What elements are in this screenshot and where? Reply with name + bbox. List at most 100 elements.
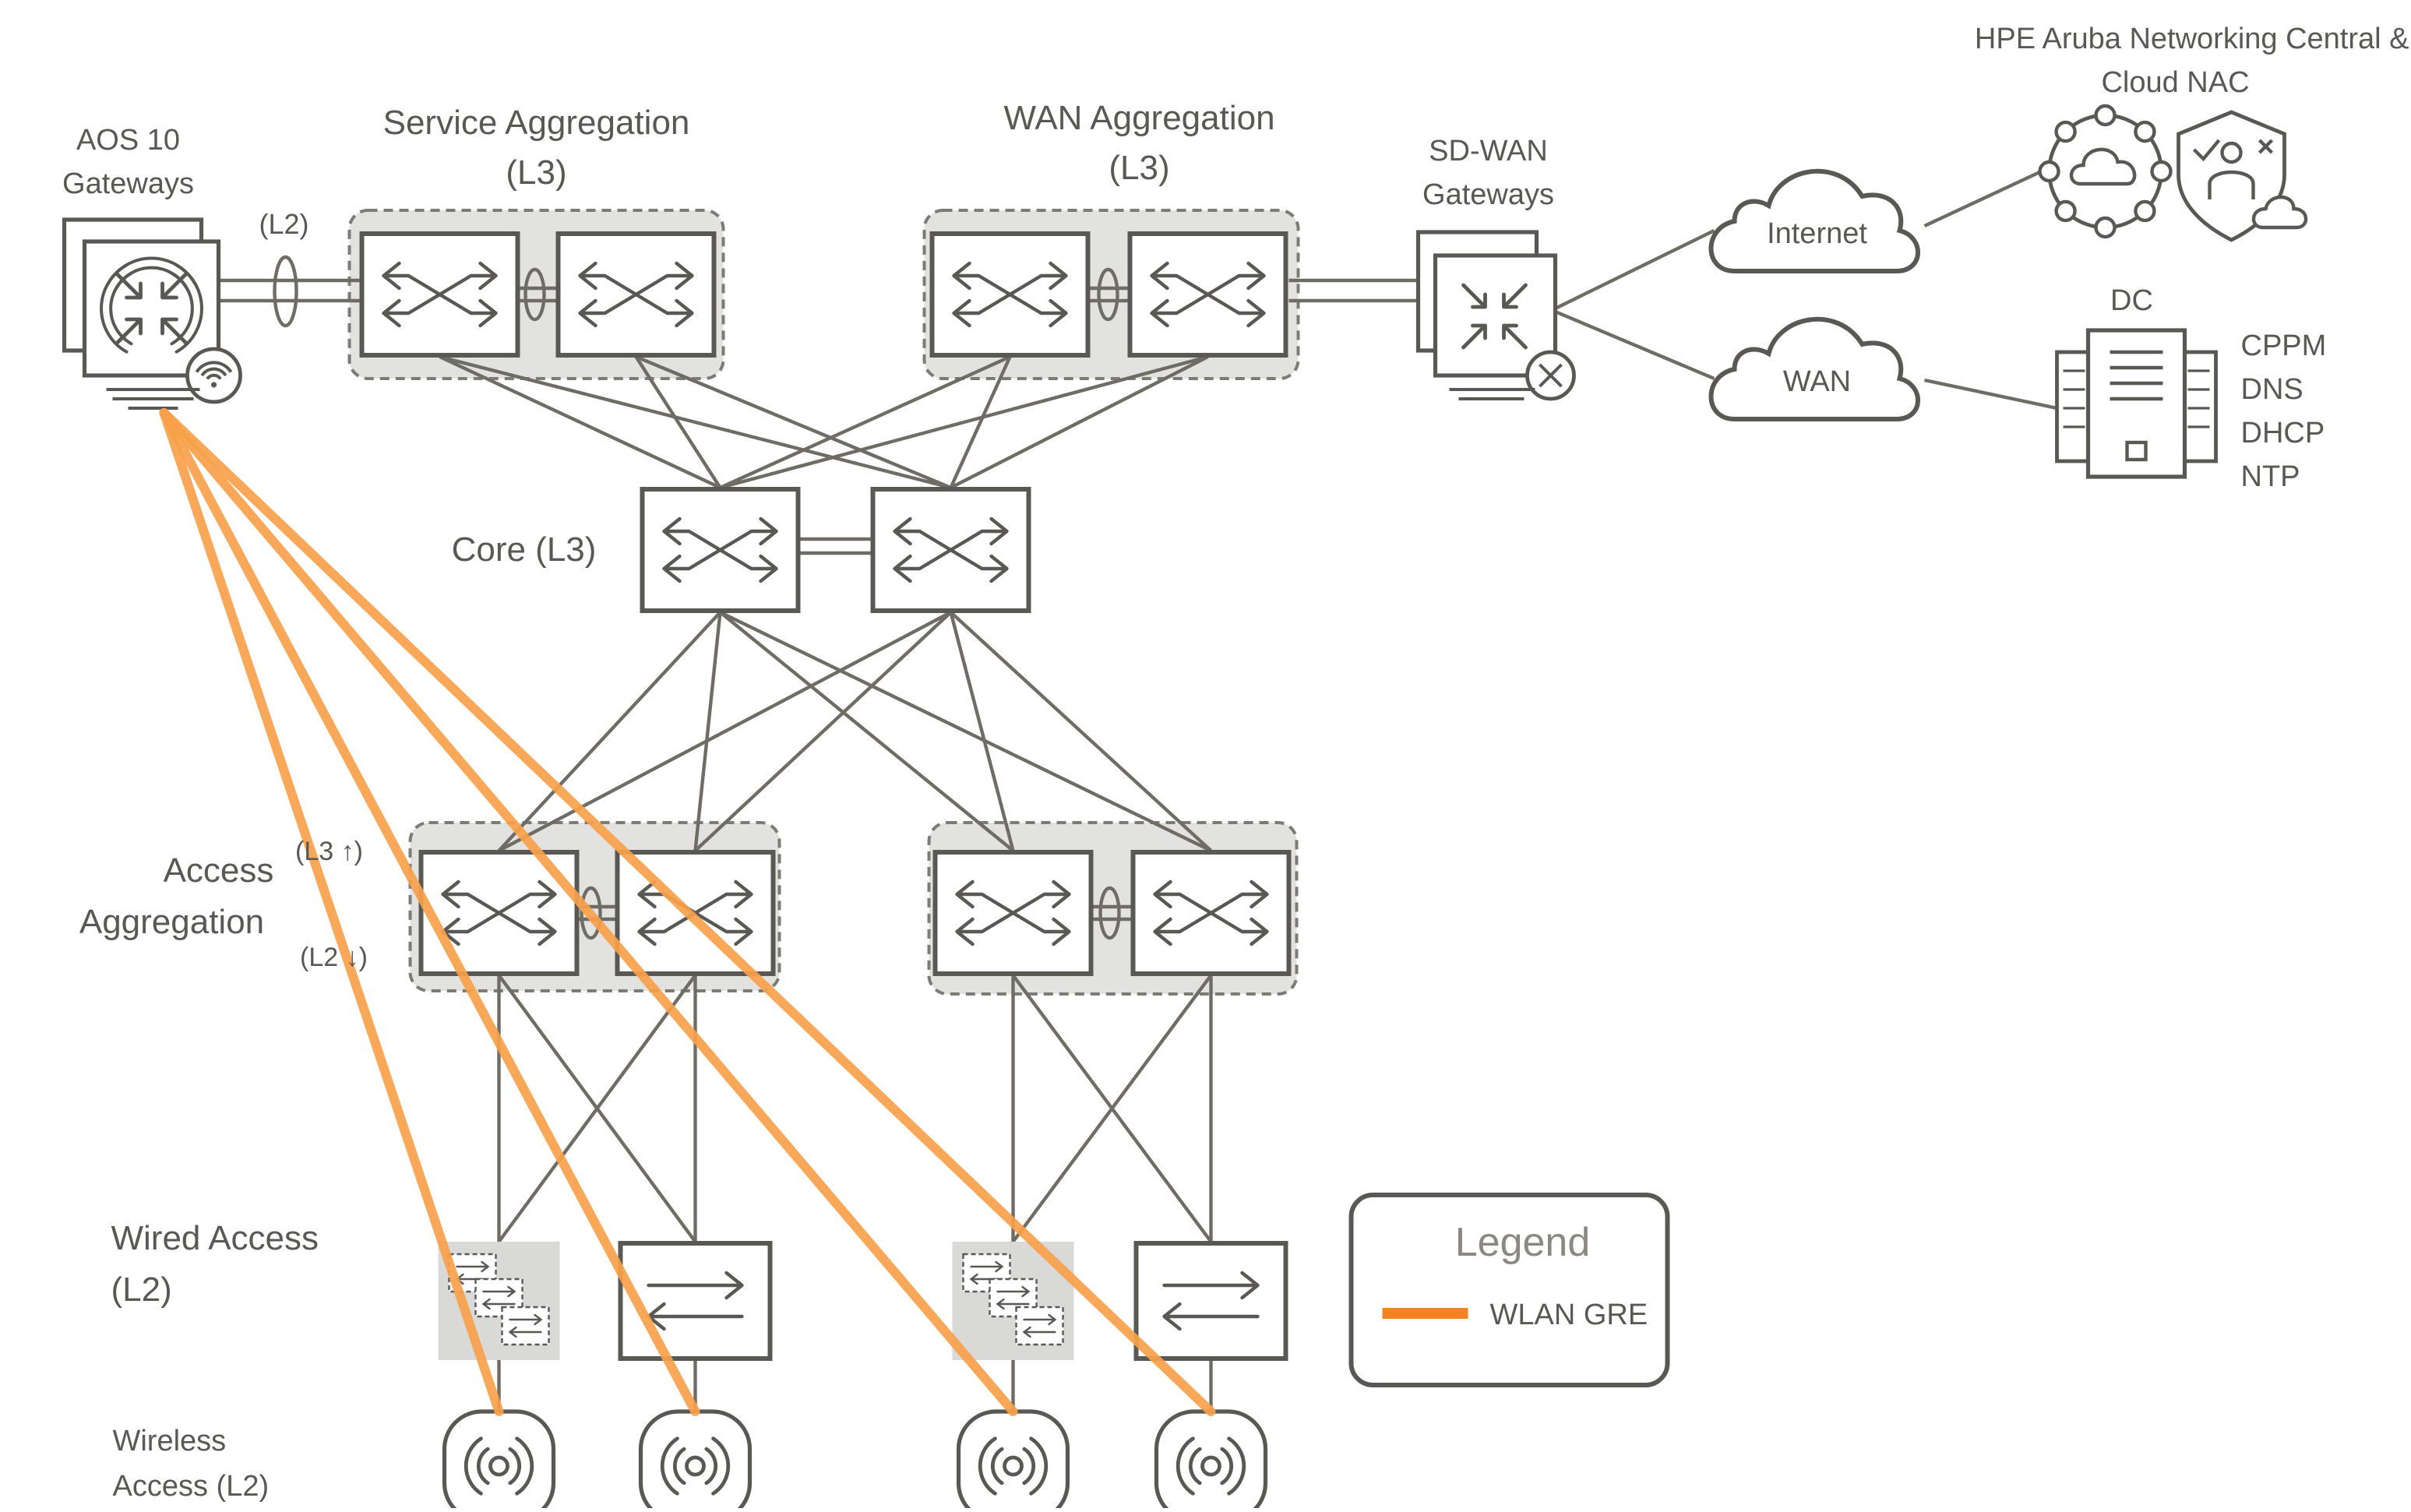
service-agg-label-line1: Service Aggregation bbox=[383, 104, 690, 142]
shield-user-body-icon bbox=[2208, 170, 2255, 199]
l2-link-label: (L2) bbox=[259, 208, 308, 240]
gateways-label-line1: AOS 10 bbox=[76, 124, 180, 157]
dc-service-dns: DNS bbox=[2241, 373, 2303, 406]
wired-access-label-line1: Wired Access bbox=[111, 1219, 319, 1257]
lag-oval-0 bbox=[273, 255, 298, 328]
wired-access-switch-4 bbox=[1133, 1241, 1288, 1361]
sdwan-gateway-arrow-2 bbox=[1461, 323, 1487, 350]
sdwan-label-line1: SD-WAN bbox=[1429, 135, 1548, 167]
access-point-1-wave-r0 bbox=[508, 1447, 522, 1486]
wlan-gre-tunnel-1 bbox=[159, 408, 504, 1416]
access-point-4-wave-l1 bbox=[1176, 1436, 1195, 1496]
service-agg-switch-2 bbox=[555, 231, 717, 358]
access-point-3-wave-r0 bbox=[1022, 1447, 1036, 1486]
legend-title: Legend bbox=[1455, 1220, 1591, 1265]
aos10-gateway-arrow-2 bbox=[115, 317, 143, 345]
access-agg-label-line2: Aggregation bbox=[79, 903, 264, 941]
uplink-core-a-2 bbox=[719, 354, 1011, 490]
central-node-3 bbox=[2054, 199, 2077, 223]
central-node-6 bbox=[2094, 104, 2117, 127]
core-label: Core (L3) bbox=[452, 530, 597, 569]
access-agg-label-line1: Access bbox=[164, 851, 274, 890]
wired-access-switch-4-frame bbox=[1133, 1241, 1288, 1361]
central-node-7 bbox=[2134, 120, 2156, 143]
core-b-down-2 bbox=[949, 611, 1015, 851]
cloud-service-label-line2: Cloud NAC bbox=[2101, 66, 2249, 99]
access-point-2-wave-l0 bbox=[672, 1447, 686, 1486]
core-switch-2 bbox=[870, 487, 1031, 613]
wan-label: WAN bbox=[1783, 365, 1851, 398]
wlan-gre-tunnel-4 bbox=[159, 408, 1216, 1416]
access-point-4-wave-r1 bbox=[1227, 1436, 1246, 1496]
dc-service-cppm: CPPM bbox=[2241, 330, 2327, 362]
central-node-4 bbox=[2038, 160, 2060, 183]
central-node-2 bbox=[2094, 216, 2117, 239]
access-point-2-wave-l1 bbox=[660, 1436, 679, 1496]
uplink-core-b-1 bbox=[635, 354, 952, 490]
wan-cloud bbox=[1708, 316, 1920, 421]
wan-agg-switch-2 bbox=[1127, 231, 1288, 358]
dc-server-right bbox=[2180, 350, 2218, 463]
access-point-4-wave-l0 bbox=[1188, 1447, 1202, 1486]
access-agg-switch-2 bbox=[615, 850, 776, 976]
central-node-1 bbox=[2134, 199, 2156, 223]
uplink-core-a-0 bbox=[439, 355, 721, 489]
access-point-3-body bbox=[956, 1409, 1070, 1512]
access-point-1-center bbox=[488, 1455, 509, 1477]
shield-check-icon bbox=[2192, 139, 2221, 162]
wan-agg-label-line2: (L3) bbox=[1109, 149, 1169, 187]
central-node-5 bbox=[2054, 120, 2077, 143]
access-point-2-wave-r0 bbox=[704, 1447, 718, 1486]
core-switch-1 bbox=[640, 487, 801, 613]
acc-cross-b-0 bbox=[497, 974, 697, 1243]
core-a-down-2 bbox=[719, 611, 1014, 852]
wan-agg-switch-1 bbox=[929, 231, 1091, 358]
central-node-0 bbox=[2150, 160, 2173, 183]
access-point-1-wave-l1 bbox=[464, 1436, 483, 1496]
wireless-access-label-line2: Access (L2) bbox=[113, 1470, 270, 1503]
service-agg-switch-2-frame bbox=[555, 231, 717, 358]
internet-cloud bbox=[1708, 168, 1920, 273]
dc-server-button bbox=[2125, 440, 2148, 462]
l2-down-label: (L2 ↓) bbox=[300, 943, 368, 972]
wired-access-stack-1 bbox=[438, 1242, 560, 1360]
lag-oval-3 bbox=[580, 886, 602, 940]
wireless-access-label-line1: Wireless bbox=[113, 1425, 227, 1457]
aos10-gateway-front bbox=[82, 239, 221, 378]
wifi-icon-arc-1 bbox=[200, 367, 227, 377]
core-b-down-1 bbox=[693, 611, 953, 852]
core-a-down-1 bbox=[693, 611, 722, 851]
sdwan-gateway-arrow-3 bbox=[1502, 323, 1528, 350]
internet-cloud-link bbox=[1923, 170, 2043, 227]
aos10-gateway bbox=[62, 217, 242, 410]
cloud-service-label-line1: HPE Aruba Networking Central & bbox=[1975, 23, 2409, 55]
core-a-down-3 bbox=[719, 611, 1212, 852]
aos10-gateway-arrow-3 bbox=[160, 317, 188, 345]
aos10-gateway-arrow-1 bbox=[160, 272, 188, 300]
access-point-1-wave-r1 bbox=[515, 1436, 534, 1496]
sdwan-wan-link bbox=[1554, 309, 1715, 381]
wired-access-switch-2 bbox=[618, 1241, 773, 1361]
sdwan-internet-link bbox=[1554, 229, 1715, 310]
uplink-core-a-1 bbox=[634, 355, 722, 489]
aos10-gateway-arrow-0 bbox=[115, 272, 143, 300]
access-agg-switch-3 bbox=[932, 850, 1094, 976]
wlan-gre-tunnel-3 bbox=[159, 408, 1018, 1416]
dc-service-dhcp: DHCP bbox=[2241, 417, 2325, 449]
access-point-3 bbox=[956, 1409, 1070, 1512]
access-point-3-wave-l1 bbox=[978, 1436, 997, 1496]
legend: Legend WLAN GRE bbox=[1348, 1193, 1670, 1387]
wifi-icon-arc-0 bbox=[206, 373, 222, 380]
sdwan-badge-cross-icon bbox=[1539, 363, 1563, 388]
dc-server-icon bbox=[2055, 328, 2218, 479]
access-point-2 bbox=[638, 1409, 753, 1512]
aos10-gateway-wave-2-1 bbox=[106, 256, 197, 285]
service-agg-switch-1 bbox=[359, 231, 520, 358]
lag-oval-1 bbox=[523, 267, 546, 322]
acc-cross-b-1 bbox=[1011, 974, 1213, 1243]
legend-box bbox=[1348, 1193, 1670, 1387]
uplink-core-b-0 bbox=[439, 354, 952, 490]
shield-user-head-icon bbox=[2220, 141, 2243, 164]
